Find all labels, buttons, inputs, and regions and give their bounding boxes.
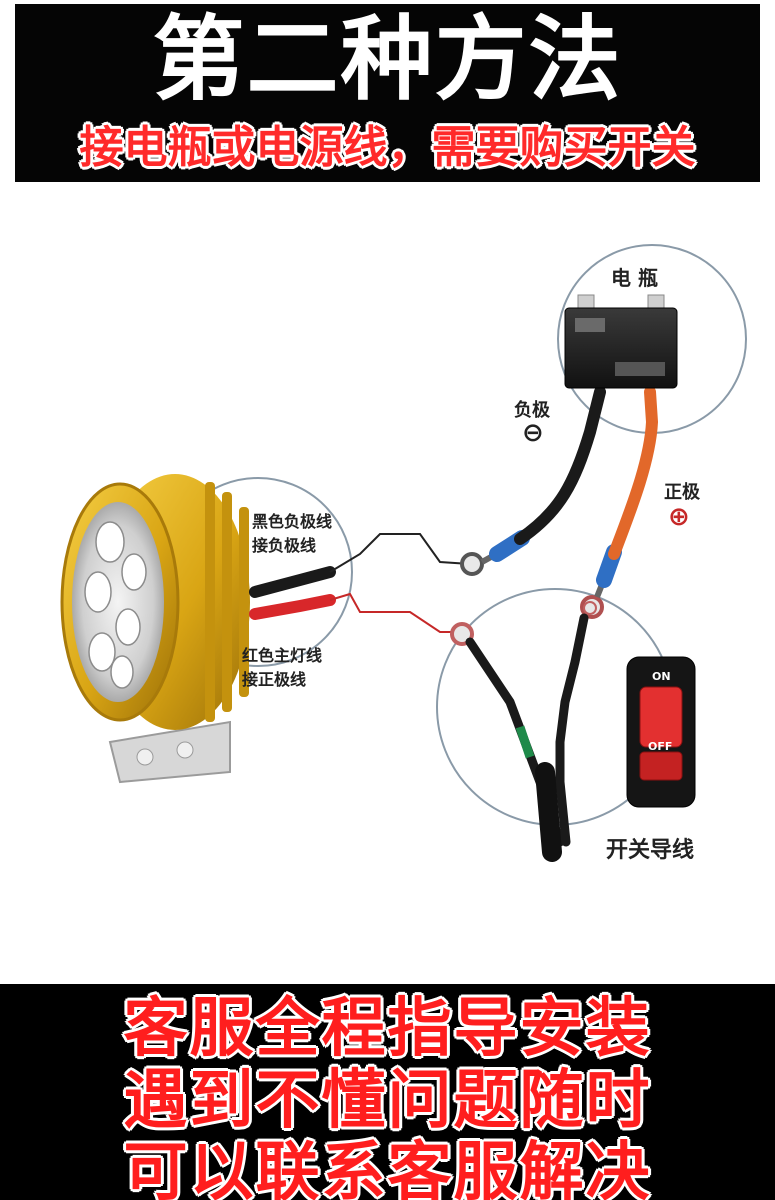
bottom-banner: 客服全程指导安装 遇到不懂问题随时 可以联系客服解决 bbox=[0, 984, 775, 1200]
red-wire bbox=[249, 594, 336, 620]
switch-wire-label: 开关导线 bbox=[606, 838, 695, 863]
switch-on-label: ON bbox=[652, 670, 671, 683]
switch-ring-right bbox=[583, 601, 597, 615]
page-subtitle: 接电瓶或电源线，需要购买开关 bbox=[79, 122, 696, 173]
footer-line-3: 可以联系客服解决 bbox=[123, 1136, 652, 1200]
rocker-switch bbox=[626, 656, 696, 808]
black-wire-label-2: 接负极线 bbox=[252, 536, 317, 555]
black-wire bbox=[249, 566, 336, 598]
red-wire-label-2: 接正极线 bbox=[242, 670, 307, 689]
negative-label: 负极 bbox=[514, 400, 550, 421]
positive-thin-wire bbox=[329, 592, 462, 633]
negative-battery-cable bbox=[514, 386, 606, 545]
footer-line-2: 遇到不懂问题随时 bbox=[123, 1064, 652, 1138]
black-wire-label-1: 黑色负极线 bbox=[252, 512, 333, 531]
switch-off-label: OFF bbox=[648, 740, 673, 753]
positive-symbol: ⊕ bbox=[668, 502, 690, 532]
lamp-bracket bbox=[108, 720, 231, 784]
red-wire-label-1: 红色主灯线 bbox=[242, 646, 323, 665]
page-title: 第二种方法 bbox=[152, 6, 623, 113]
footer-line-1: 客服全程指导安装 bbox=[123, 992, 652, 1066]
positive-battery-cable bbox=[608, 386, 659, 560]
switch-cable-sheath bbox=[535, 762, 562, 862]
negative-symbol: ⊖ bbox=[522, 418, 544, 448]
battery-label: 电 瓶 bbox=[611, 266, 658, 290]
battery bbox=[564, 294, 678, 389]
wiring-diagram-svg bbox=[60, 244, 747, 862]
positive-label: 正极 bbox=[664, 482, 700, 503]
top-banner: 第二种方法 接电瓶或电源线，需要购买开关 bbox=[15, 4, 760, 182]
negative-thin-wire bbox=[329, 533, 471, 573]
wiring-diagram: 电 瓶 负极 ⊖ 正极 ⊕ 黑色负极线 接负极线 红色主灯线 接正极线 ON O… bbox=[0, 182, 775, 982]
led-lamp bbox=[60, 474, 250, 730]
negative-ring-terminal bbox=[460, 552, 484, 576]
switch-wire-right bbox=[555, 613, 589, 847]
